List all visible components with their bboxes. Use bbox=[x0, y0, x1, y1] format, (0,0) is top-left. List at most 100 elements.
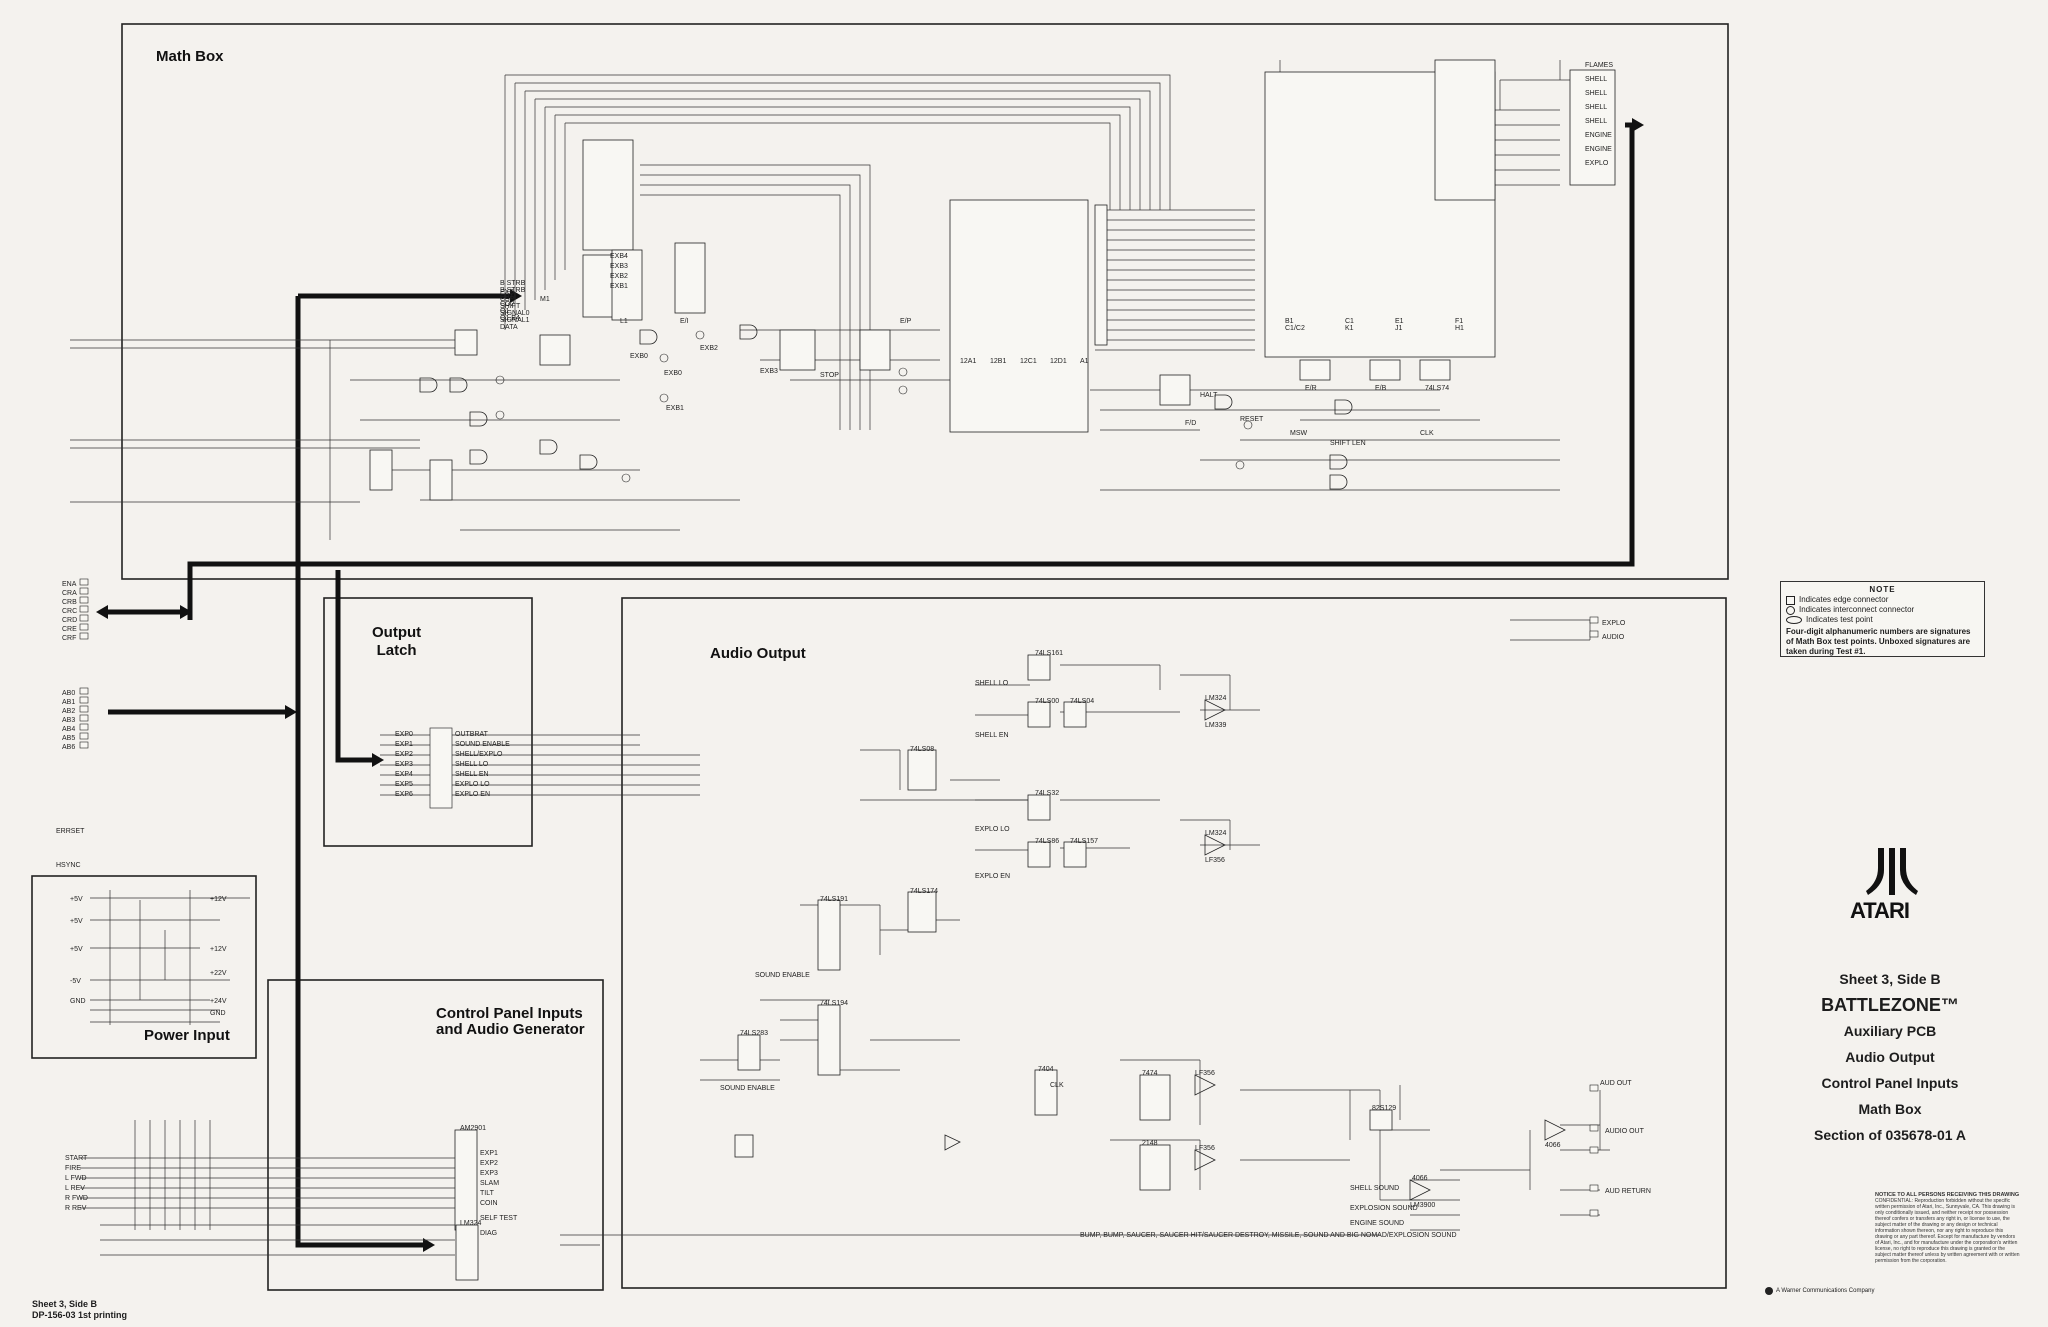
signal-label: CRC bbox=[62, 608, 78, 615]
wire-group bbox=[504, 75, 566, 330]
edge-pin bbox=[79, 614, 89, 622]
signal-label: E/B bbox=[1375, 385, 1387, 392]
signal-label: A1 bbox=[1080, 358, 1089, 365]
signal-label: CRF bbox=[62, 635, 77, 642]
chip bbox=[907, 749, 937, 791]
signal-label: EXB0 bbox=[664, 370, 682, 377]
chip bbox=[1034, 1069, 1058, 1116]
signal-label: L FWD bbox=[65, 1175, 87, 1182]
signal-label: OUTBRAT bbox=[455, 731, 488, 738]
title-line: Auxiliary PCB bbox=[1843, 1023, 1937, 1039]
edge-pin bbox=[79, 723, 89, 731]
signal-label: C1/C2 bbox=[1285, 325, 1305, 332]
signal-label: EXP4 bbox=[395, 771, 413, 778]
op-amp bbox=[1194, 1149, 1216, 1171]
test-point bbox=[1235, 460, 1245, 470]
ellipse-icon bbox=[1786, 616, 1802, 624]
power-input-border bbox=[31, 875, 257, 1059]
chip bbox=[539, 334, 571, 366]
signal-label: 74LS74 bbox=[1425, 385, 1450, 392]
chip bbox=[779, 329, 816, 371]
signal-label: F1 bbox=[1455, 318, 1464, 325]
signal-label: SOUND ENABLE bbox=[455, 741, 510, 748]
signal-label: Q1,E4 bbox=[500, 315, 520, 322]
signal-label: AM2901 bbox=[460, 1125, 487, 1132]
signal-label: START bbox=[65, 1155, 88, 1162]
signal-label: SLAM bbox=[480, 1180, 500, 1187]
wire-group bbox=[109, 890, 191, 1025]
chip bbox=[455, 1224, 479, 1281]
signal-label: EXB1 bbox=[666, 405, 684, 412]
signal-label: GND bbox=[70, 998, 86, 1005]
chip bbox=[817, 899, 841, 971]
gate bbox=[539, 439, 558, 455]
wire-group bbox=[1510, 619, 1591, 641]
block-borders bbox=[31, 23, 1729, 1291]
gate bbox=[449, 377, 468, 393]
op-amp bbox=[1204, 834, 1226, 856]
note-row-test-point: Indicates test point bbox=[1786, 615, 1979, 625]
notice-heading: NOTICE TO ALL PERSONS RECEIVING THIS DRA… bbox=[1875, 1192, 2020, 1198]
signal-label: SHIFT LEN bbox=[1330, 440, 1366, 447]
wire-group bbox=[329, 340, 740, 540]
note-item: Indicates interconnect connector bbox=[1799, 605, 1915, 614]
note-item: Indicates edge connector bbox=[1799, 595, 1889, 604]
signal-label: AB4 bbox=[62, 726, 76, 733]
signal-label: AB3 bbox=[62, 717, 76, 724]
signal-label: EXP1 bbox=[480, 1150, 498, 1157]
signal-label: 74LS86 bbox=[1035, 838, 1060, 845]
signal-label: CLK bbox=[1420, 430, 1434, 437]
wire-group bbox=[1095, 209, 1255, 351]
signal-label: EXP2 bbox=[480, 1160, 498, 1167]
edge-pin bbox=[79, 741, 89, 749]
signal-label: AB6 bbox=[62, 744, 76, 751]
wire-group bbox=[1455, 109, 1560, 186]
title-line: Audio Output bbox=[1845, 1049, 1935, 1065]
signal-label: +12V bbox=[210, 946, 227, 953]
signal-label: CB1 bbox=[500, 294, 514, 301]
signal-label: +5V bbox=[70, 896, 83, 903]
signal-label: LM324 bbox=[460, 1220, 482, 1227]
gate bbox=[639, 329, 658, 345]
signal-label: SHELL bbox=[1585, 76, 1608, 83]
output-latch-area bbox=[380, 727, 700, 809]
latch-chip bbox=[429, 727, 453, 809]
signal-label: CRE bbox=[62, 626, 77, 633]
signal-label: C1 bbox=[1345, 318, 1354, 325]
warner-credit: A Warner Communications Company bbox=[1765, 1287, 1874, 1295]
edge-pin bbox=[1589, 616, 1599, 624]
signal-label: +5V bbox=[70, 946, 83, 953]
signal-label: EXS bbox=[500, 289, 515, 296]
wire-group bbox=[1560, 1090, 1610, 1216]
signal-label: Q1 bbox=[500, 308, 510, 315]
chip bbox=[1434, 59, 1496, 201]
signal-label: EXPLO LO bbox=[975, 826, 1010, 833]
signal-label: AUDIO bbox=[1602, 634, 1625, 641]
audio-output-border bbox=[621, 597, 1727, 1289]
signal-label: AUD OUT bbox=[1600, 1080, 1632, 1087]
signal-label: SHELL SOUND bbox=[1350, 1185, 1400, 1192]
footer: Sheet 3, Side B DP-156-03 1st printing bbox=[32, 1299, 127, 1321]
edge-pin bbox=[1589, 1084, 1599, 1092]
chip bbox=[1369, 359, 1401, 381]
signal-label: EXP3 bbox=[480, 1170, 498, 1177]
signal-label: M1 bbox=[540, 296, 550, 303]
notice-body: CONFIDENTIAL: Reproduction forbidden wit… bbox=[1875, 1198, 2020, 1264]
signal-label: SELF TEST bbox=[480, 1215, 518, 1222]
signal-label: EXP5 bbox=[395, 781, 413, 788]
main-vertical-bus bbox=[295, 296, 423, 1248]
signal-label: DIAG bbox=[480, 1230, 498, 1237]
signal-label: E/P bbox=[900, 318, 912, 325]
gates bbox=[419, 324, 1353, 490]
signal-label: EXB2 bbox=[610, 273, 628, 280]
signal-label: SOUND ENABLE bbox=[755, 972, 810, 979]
audio-chips bbox=[454, 654, 1393, 1281]
edge-pin bbox=[79, 632, 89, 640]
wire-group bbox=[740, 329, 1440, 431]
square-icon bbox=[1786, 595, 1795, 605]
edge-pin bbox=[79, 587, 89, 595]
math-box-wiring bbox=[70, 60, 1600, 540]
signal-label: 7404 bbox=[1038, 1066, 1054, 1073]
gate bbox=[1329, 454, 1348, 470]
atari-logo-mark bbox=[1900, 848, 1918, 895]
